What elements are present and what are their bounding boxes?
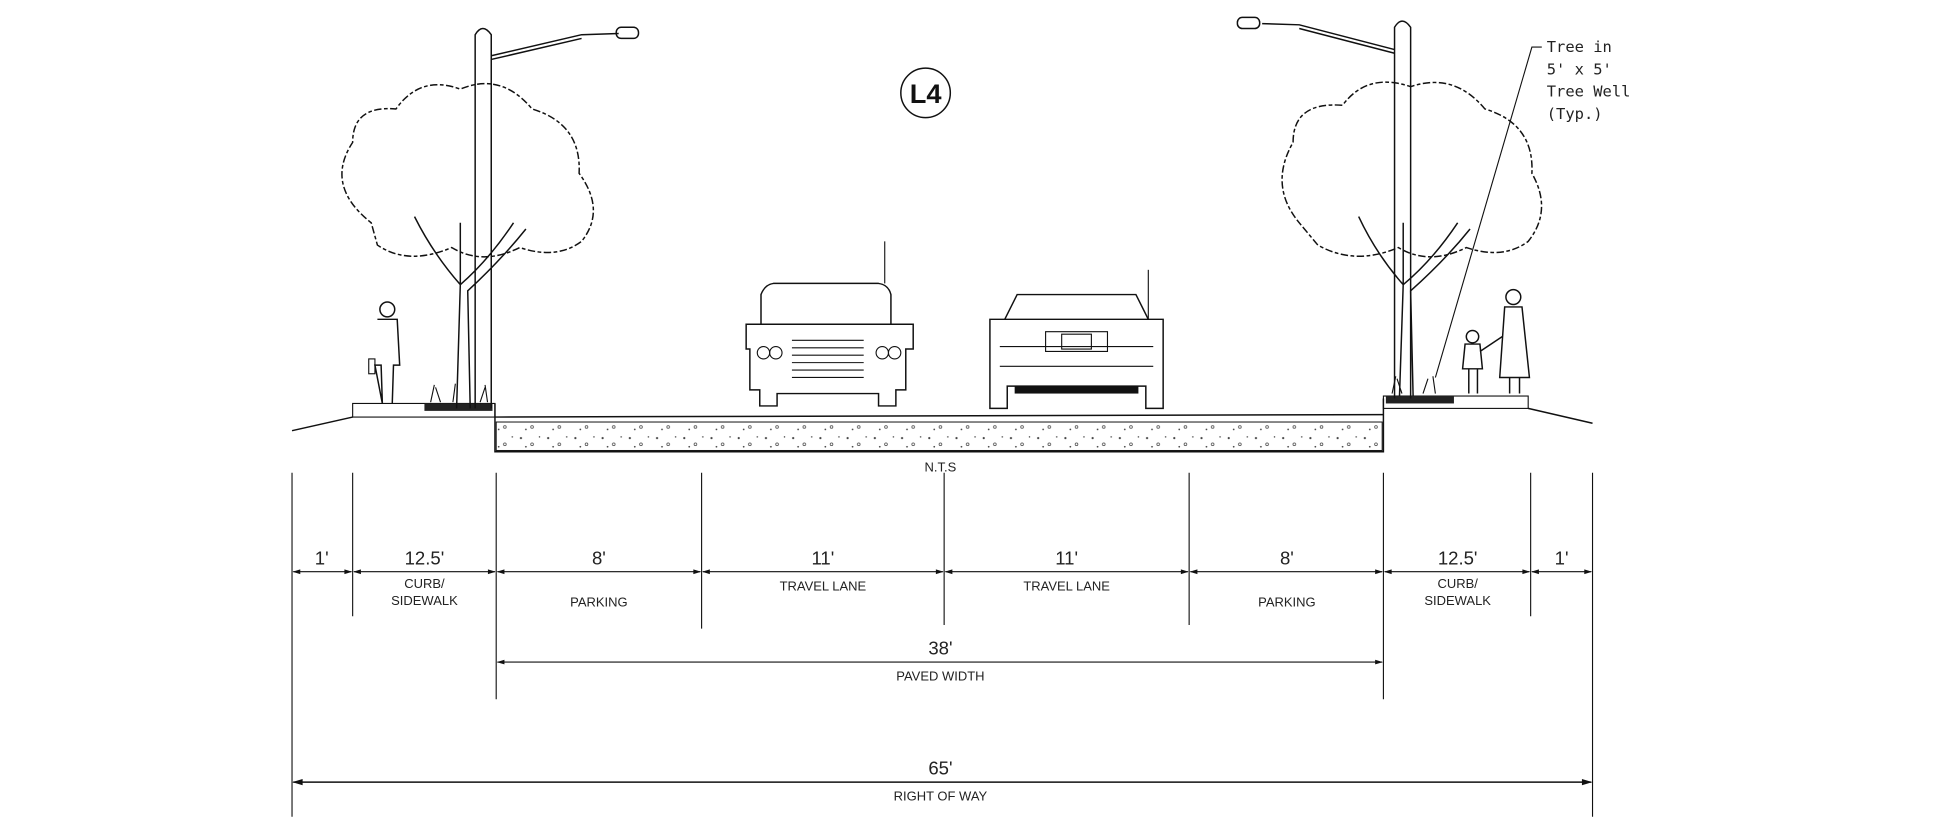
svg-text:PAVED WIDTH: PAVED WIDTH — [896, 669, 984, 684]
road-pavement — [495, 421, 1383, 451]
svg-text:11': 11' — [1055, 547, 1078, 568]
dim-segment-buffer-right: 1' — [1531, 547, 1593, 575]
tree-left — [341, 82, 595, 409]
segment-dimensions: 1' 12.5' CURB/ SIDEWALK 8' PARKING 11' T… — [292, 547, 1593, 609]
ground-profile: N.T.S — [291, 395, 1593, 475]
svg-text:8': 8' — [1280, 547, 1294, 568]
svg-text:65': 65' — [928, 758, 952, 779]
pedestrians-right — [1461, 288, 1531, 394]
svg-text:1': 1' — [1555, 547, 1569, 568]
street-light-right — [1236, 16, 1412, 399]
dim-segment-sidewalk-left: 12.5' CURB/ SIDEWALK — [353, 547, 496, 608]
callout-line-3: Tree Well — [1547, 83, 1631, 101]
svg-text:8': 8' — [592, 547, 606, 568]
dim-paved-width: 38' PAVED WIDTH — [496, 638, 1383, 684]
pedestrian-left — [368, 301, 401, 404]
section-id: L4 — [910, 78, 942, 109]
scale-note: N.T.S — [925, 460, 957, 475]
car-travel-rear — [989, 269, 1164, 410]
svg-text:CURB/: CURB/ — [404, 576, 445, 591]
svg-text:TRAVEL LANE: TRAVEL LANE — [780, 578, 867, 593]
callout-line-1: Tree in — [1547, 38, 1612, 56]
dim-segment-buffer-left: 1' — [292, 547, 353, 575]
dim-right-of-way: 65' RIGHT OF WAY — [292, 758, 1593, 804]
svg-text:SIDEWALK: SIDEWALK — [391, 593, 458, 608]
dim-segment-travel-lane-1: 11' TRAVEL LANE — [702, 547, 944, 593]
svg-text:TRAVEL LANE: TRAVEL LANE — [1023, 578, 1110, 593]
svg-text:SIDEWALK: SIDEWALK — [1424, 593, 1491, 608]
tree-well-callout: Tree in 5' x 5' Tree Well (Typ.) — [1434, 38, 1631, 378]
svg-text:PARKING: PARKING — [1258, 594, 1315, 609]
dim-segment-parking-right: 8' PARKING — [1189, 547, 1383, 609]
svg-text:CURB/: CURB/ — [1437, 576, 1478, 591]
svg-text:RIGHT OF WAY: RIGHT OF WAY — [894, 789, 988, 804]
tree-right — [1281, 81, 1543, 397]
svg-text:12.5': 12.5' — [405, 547, 445, 568]
svg-text:1': 1' — [315, 547, 329, 568]
callout-line-4: (Typ.) — [1547, 105, 1603, 123]
dimension-extension-lines — [291, 472, 1594, 817]
car-parked-front — [745, 241, 914, 407]
dim-segment-travel-lane-2: 11' TRAVEL LANE — [944, 547, 1189, 593]
dim-segment-sidewalk-right: 12.5' CURB/ SIDEWALK — [1383, 547, 1531, 608]
dim-segment-parking-left: 8' PARKING — [496, 547, 702, 609]
street-light-left — [474, 26, 640, 409]
section-marker: L4 — [900, 67, 952, 119]
svg-text:38': 38' — [928, 638, 952, 659]
svg-text:PARKING: PARKING — [570, 594, 627, 609]
callout-line-2: 5' x 5' — [1547, 60, 1612, 78]
svg-text:11': 11' — [811, 547, 834, 568]
svg-text:12.5': 12.5' — [1438, 547, 1478, 568]
